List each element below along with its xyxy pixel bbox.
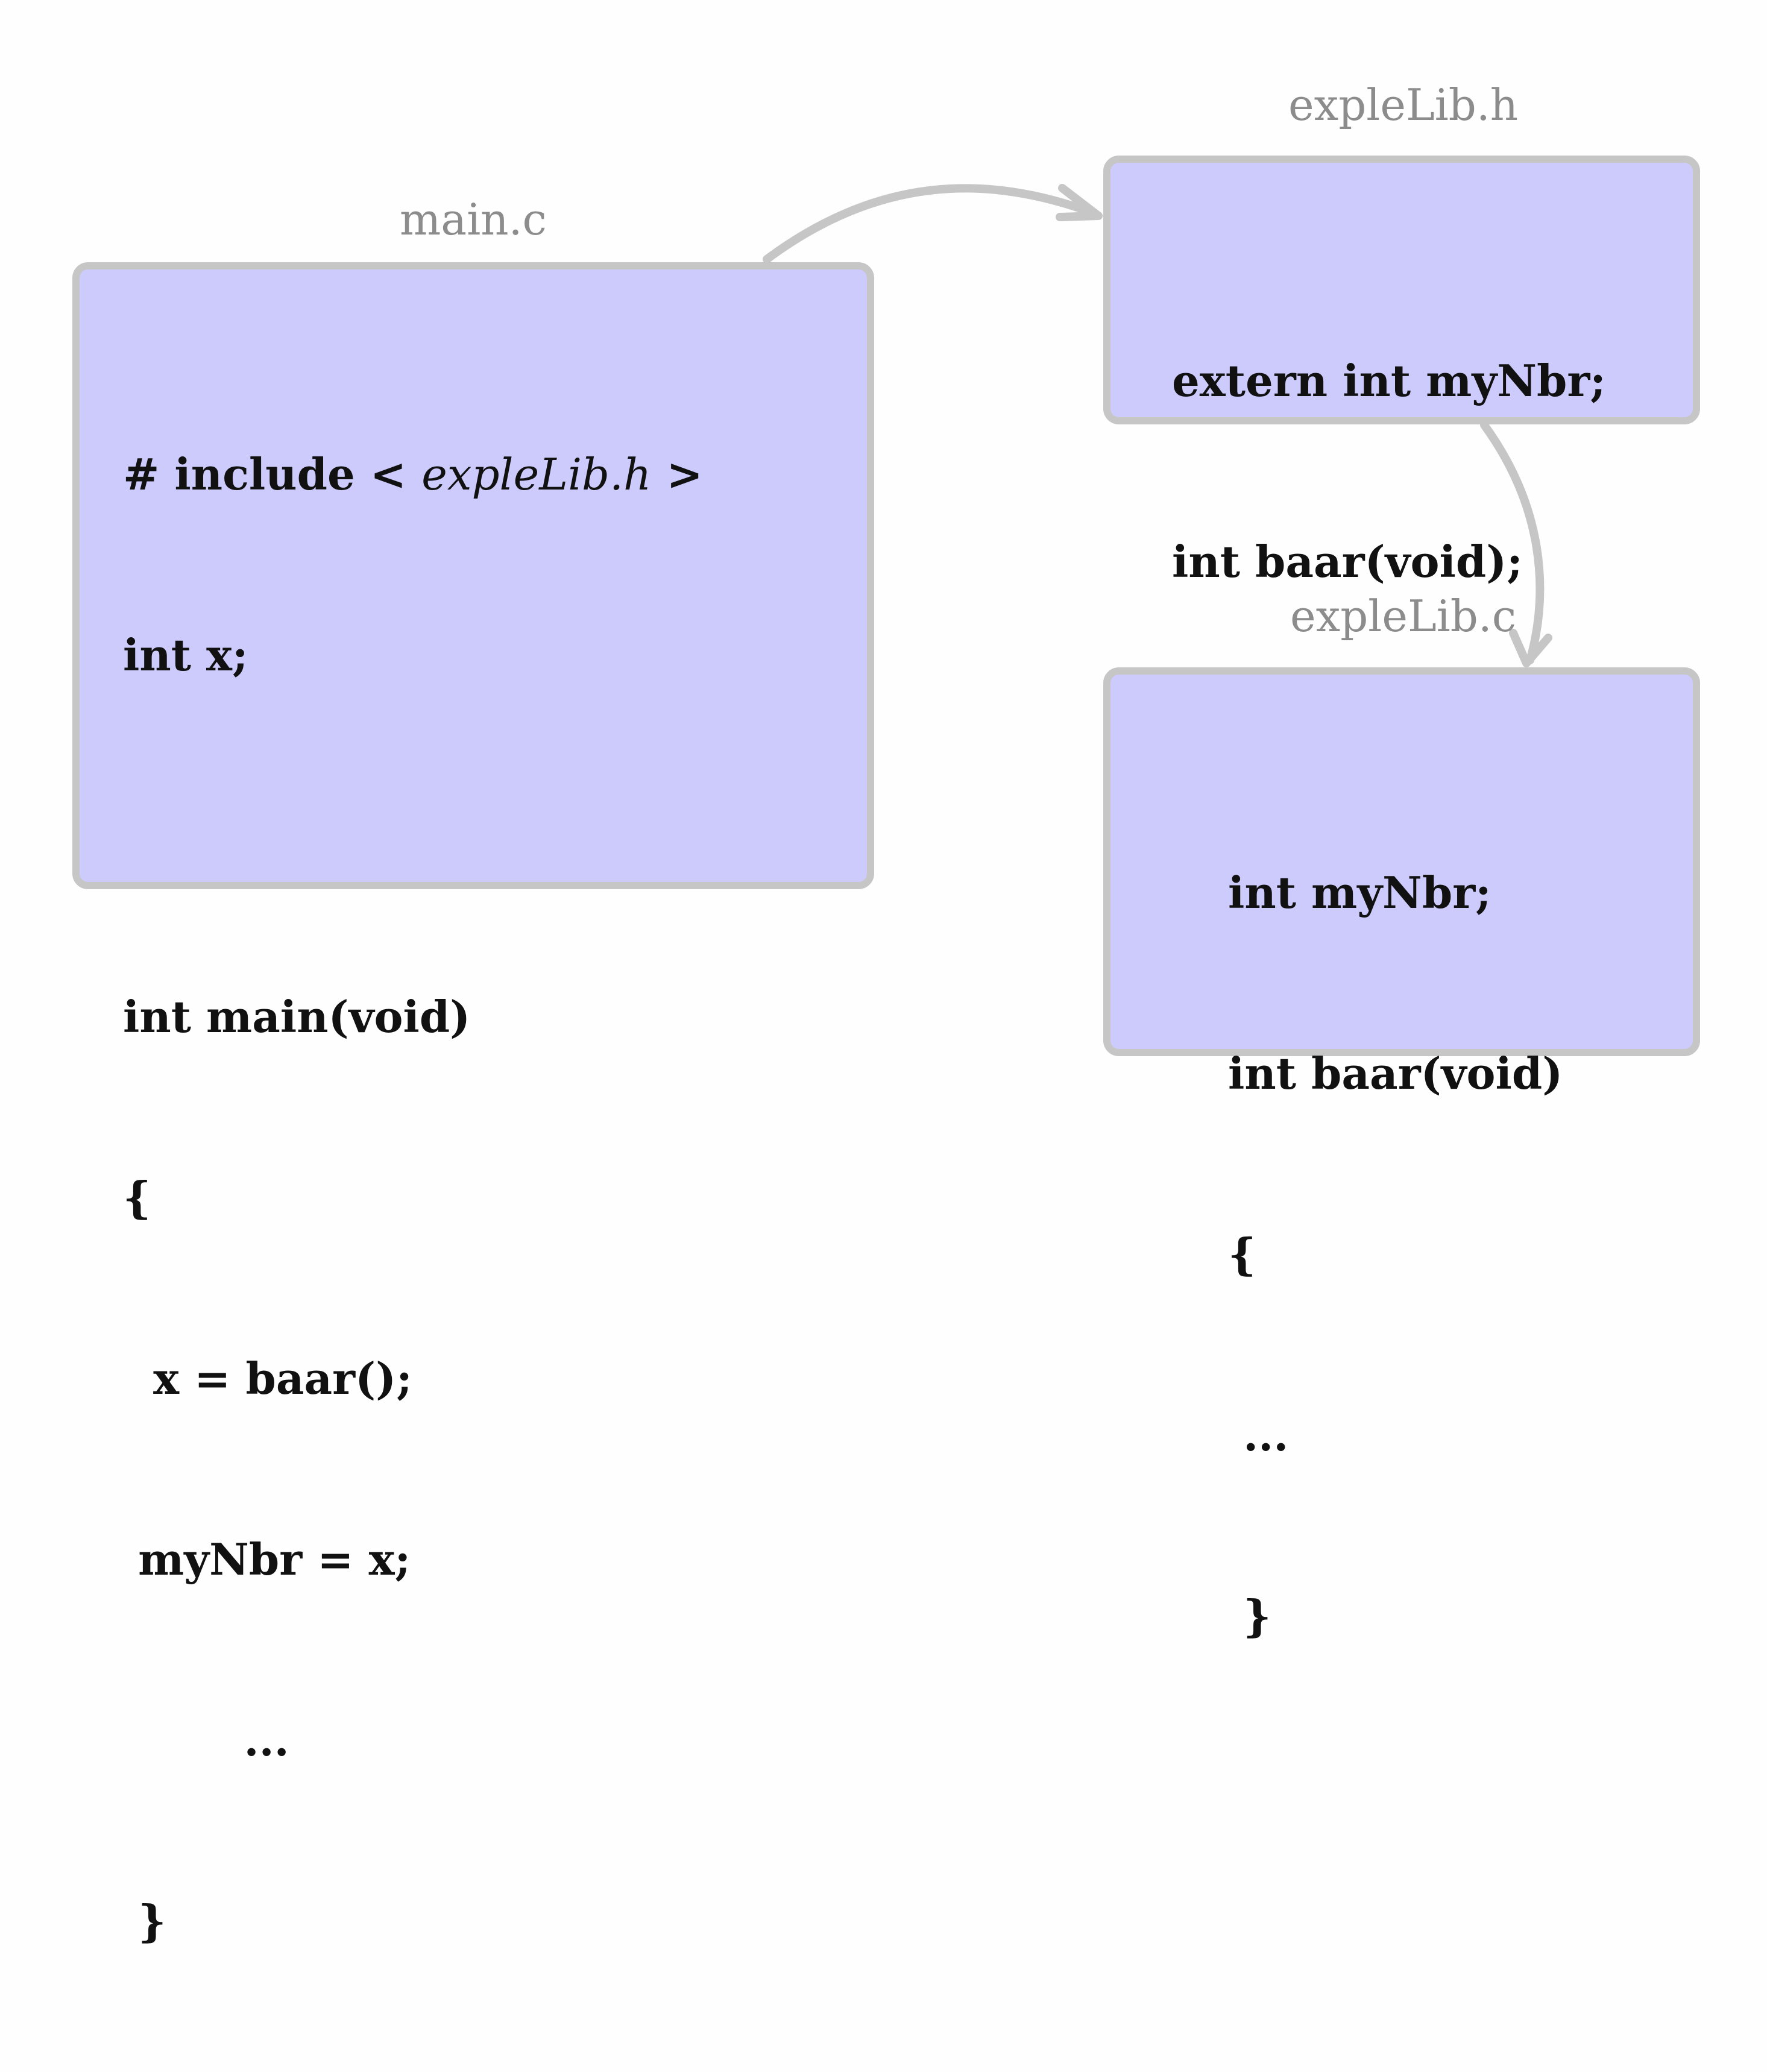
code-line: { — [123, 1172, 151, 1223]
code-line: } — [1228, 1590, 1271, 1642]
arrow-main-to-header — [763, 184, 1095, 263]
include-prefix: # include < — [123, 449, 422, 500]
code-line: extern int myNbr; — [1172, 355, 1606, 406]
code-line: } — [123, 1895, 166, 1947]
arrowhead-header — [1056, 184, 1103, 221]
main-file-code: # include < expleLib.h > int x; int main… — [123, 324, 703, 2072]
code-line: int baar(void) — [1228, 1048, 1563, 1099]
main-file-caption: main.c — [400, 194, 547, 245]
main-file-box: # include < expleLib.h > int x; int main… — [72, 262, 874, 1947]
source-file-code: int myNbr; int baar(void) { ... } — [1228, 742, 1563, 1767]
code-line: x = baar(); — [123, 1353, 412, 1404]
code-line: int main(void) — [123, 991, 471, 1042]
include-suffix: > — [651, 449, 703, 500]
header-file-caption: expleLib.h — [1288, 80, 1519, 130]
code-line — [123, 806, 703, 866]
connector-arrows — [763, 184, 1552, 667]
header-file-code: extern int myNbr; int baar(void); ... — [1172, 230, 1606, 893]
arrow-header-to-source — [1480, 421, 1545, 664]
include-line: # include < expleLib.h > — [123, 444, 703, 505]
code-line: ... — [123, 1715, 289, 1766]
code-line: int myNbr; — [1228, 867, 1491, 918]
header-file-box: extern int myNbr; int baar(void); ... — [1103, 156, 1700, 768]
include-name: expleLib.h — [421, 449, 652, 500]
code-line: ... — [1228, 1409, 1289, 1461]
code-line: int baar(void); — [1172, 536, 1523, 587]
arrowhead-source — [1509, 629, 1552, 667]
source-file-caption: expleLib.c — [1290, 591, 1517, 641]
source-file-box: int myNbr; int baar(void) { ... } — [1103, 667, 1700, 1642]
code-line: myNbr = x; — [123, 1534, 411, 1585]
code-line: int x; — [123, 629, 248, 681]
code-line: { — [1228, 1229, 1256, 1280]
